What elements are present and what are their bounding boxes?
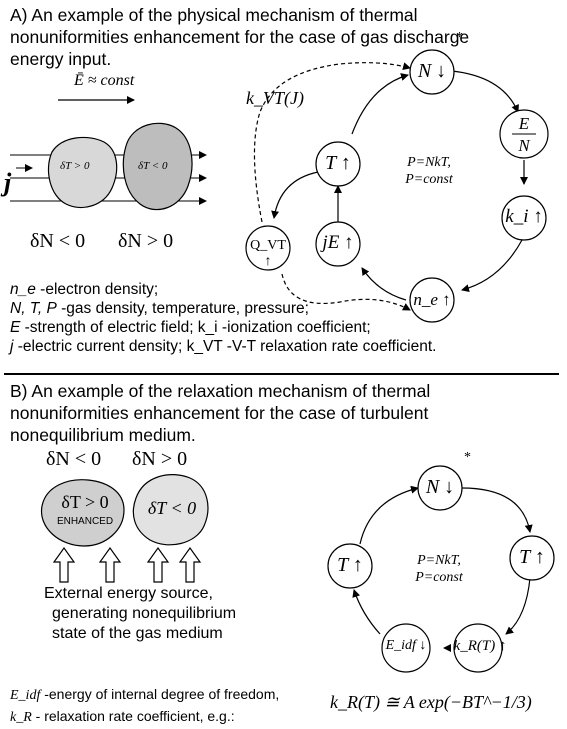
section-b-heading-line-3: nonequilibrium medium. — [10, 424, 430, 446]
legend-a-row-1: n_e -electron density; — [10, 280, 436, 299]
node-n-b-label: N ↓ — [418, 476, 462, 499]
legend-b-row-2: k_R - relaxation rate coefficient, e.g.: — [10, 706, 279, 728]
center-a-line-1: P=NkT, — [384, 154, 474, 171]
node-eidf-label: E_idf ↓ — [382, 638, 430, 654]
relaxation-formula: k_R(T) ≅ A exp(−BT^−1/3) — [330, 692, 532, 713]
node-en-bottom: N — [512, 136, 536, 156]
node-ki-label: k_i ↑ — [502, 206, 546, 228]
blob-left-a — [48, 137, 116, 207]
node-t-left-b-label: T ↑ — [328, 554, 372, 577]
dn-left-a: δN < 0 — [30, 230, 85, 253]
center-b-line-2: P=const — [394, 569, 484, 586]
section-b-heading-line-2: nonuniformities enhancement for the case… — [10, 402, 430, 424]
current-label: j — [4, 168, 11, 198]
legend-a-text-2: -gas density, temperature, pressure; — [57, 300, 309, 317]
dn-right-a: δN > 0 — [118, 230, 173, 253]
blob-left-b-label: δT > 0 — [50, 492, 120, 513]
star-a: * — [456, 30, 463, 46]
blob-right-b-label: δT < 0 — [142, 498, 202, 519]
legend-b-row-1: E_idf -energy of internal degree of free… — [10, 684, 279, 706]
legend-a-text-4: -electric current density; k_VT -V-T rel… — [13, 338, 436, 355]
center-b: P=NkT, P=const — [394, 552, 484, 586]
legend-a-row-3: E -strength of electric field; k_i -ioni… — [10, 318, 436, 337]
blob-right-label: δT < 0 — [138, 160, 167, 172]
legend-a-sym-3: E — [10, 319, 20, 336]
energy-source-caption: External energy source, generating noneq… — [44, 584, 236, 644]
legend-a-sym-1: n_e — [10, 281, 36, 298]
legend-b: E_idf -energy of internal degree of free… — [10, 684, 279, 728]
node-t-right-b-label: T ↑ — [510, 546, 554, 569]
legend-a-row-4: j -electric current density; k_VT -V-T r… — [10, 337, 436, 356]
legend-b-sym-1: E_idf — [10, 688, 40, 703]
node-kr-label: k_R(T) ↑ — [452, 638, 508, 655]
legend-b-text-2: - relaxation rate coefficient, e.g.: — [32, 708, 235, 724]
field-label: Ē ≈ const — [74, 72, 134, 90]
dn-right-b: δN > 0 — [132, 448, 187, 471]
node-t-a-label: T ↑ — [316, 152, 360, 175]
node-en-top: E — [512, 114, 536, 134]
legend-a-sym-2: N, T, P — [10, 300, 57, 317]
kvt-label: k_VT(J) — [246, 88, 304, 109]
legend-a-text-3: -strength of electric field; k_i -ioniza… — [20, 319, 370, 336]
section-b-heading: B) An example of the relaxation mechanis… — [10, 380, 430, 446]
source-line-2: generating nonequilibrium — [44, 604, 236, 624]
source-line-3: state of the gas medium — [44, 624, 236, 644]
source-line-1: External energy source, — [44, 584, 236, 604]
dn-left-b: δN < 0 — [46, 448, 101, 471]
node-n-a-label: N ↓ — [410, 60, 454, 83]
center-b-line-1: P=NkT, — [394, 552, 484, 569]
blob-left-b-sub: ENHANCED — [50, 516, 120, 527]
center-a-line-2: P=const — [384, 171, 474, 188]
section-b-heading-line-1: B) An example of the relaxation mechanis… — [10, 380, 430, 402]
star-b: * — [464, 450, 471, 466]
center-a: P=NkT, P=const — [384, 154, 474, 188]
energy-arrows — [54, 548, 200, 582]
legend-b-text-1: -energy of internal degree of freedom, — [40, 686, 279, 702]
legend-a: n_e -electron density; N, T, P -gas dens… — [10, 280, 436, 356]
blob-left-label: δT > 0 — [60, 160, 89, 172]
node-je-label: jE ↑ — [314, 232, 362, 254]
legend-a-row-2: N, T, P -gas density, temperature, press… — [10, 299, 436, 318]
legend-a-text-1: -electron density; — [36, 281, 158, 298]
node-qvt-label: Q_VT ↑ — [246, 238, 290, 270]
legend-b-sym-2: k_R — [10, 710, 32, 725]
